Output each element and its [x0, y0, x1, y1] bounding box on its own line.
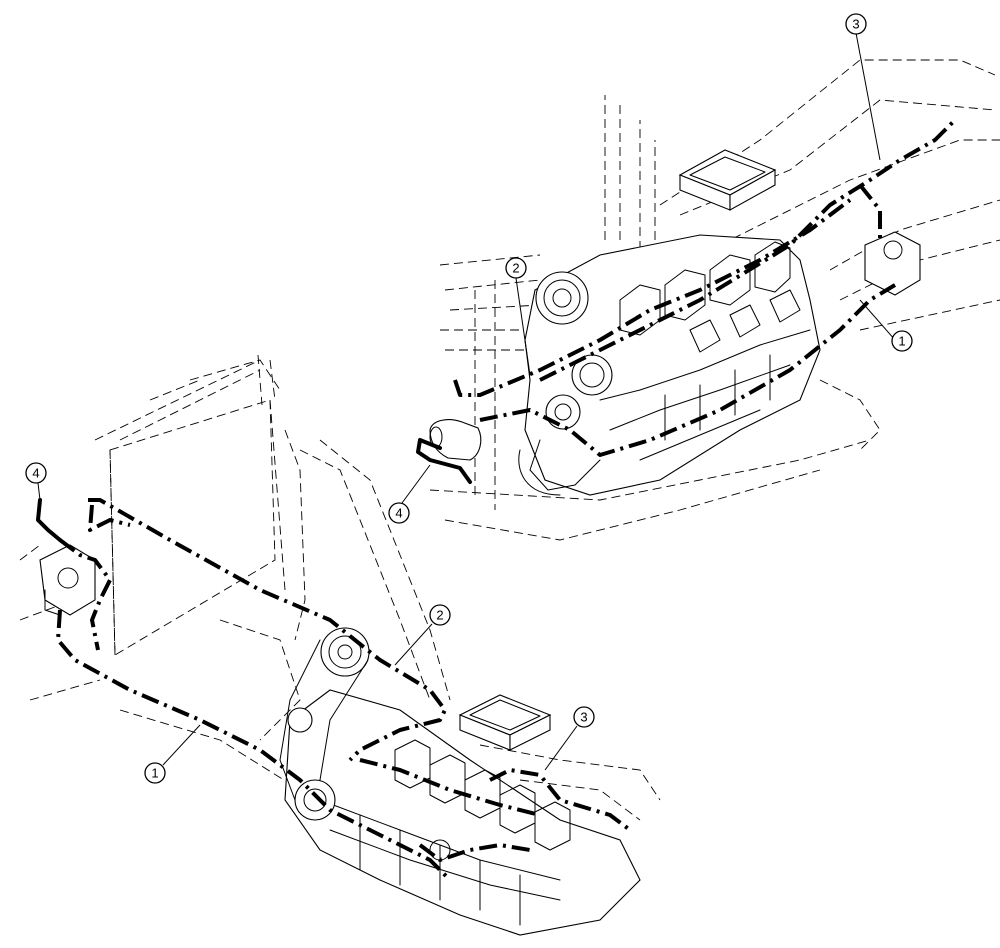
- bottom-callout-2: 2: [436, 608, 443, 623]
- top-callouts: 3 2 1 4: [388, 13, 913, 524]
- top-callout-2: 2: [512, 261, 519, 276]
- bottom-callouts: 4 2 3 1: [25, 462, 595, 784]
- top-frame-outline: [429, 59, 1000, 541]
- top-callout-3: 3: [852, 17, 859, 32]
- bottom-callout-4: 4: [32, 466, 39, 481]
- bottom-ecu-module: [458, 694, 552, 751]
- top-engine-mount: [864, 231, 921, 296]
- bottom-engine-block: [284, 689, 641, 936]
- top-callout-4: 4: [395, 506, 402, 521]
- bottom-pulleys: [279, 627, 451, 861]
- bottom-callout-3: 3: [580, 710, 587, 725]
- bottom-left-component: [39, 544, 96, 616]
- bottom-frame-outline: [19, 354, 661, 821]
- top-left-component: [429, 419, 482, 461]
- top-harnesses: [416, 118, 957, 484]
- top-ecu-module: [678, 149, 777, 211]
- bottom-engine-view: 4 2 3 1: [19, 354, 661, 936]
- top-engine-block: [524, 234, 821, 496]
- bottom-callout-1: 1: [151, 766, 158, 781]
- top-callout-1: 1: [898, 334, 905, 349]
- bottom-harnesses: [36, 498, 632, 882]
- top-engine-view: 3 2 1 4: [388, 13, 1000, 541]
